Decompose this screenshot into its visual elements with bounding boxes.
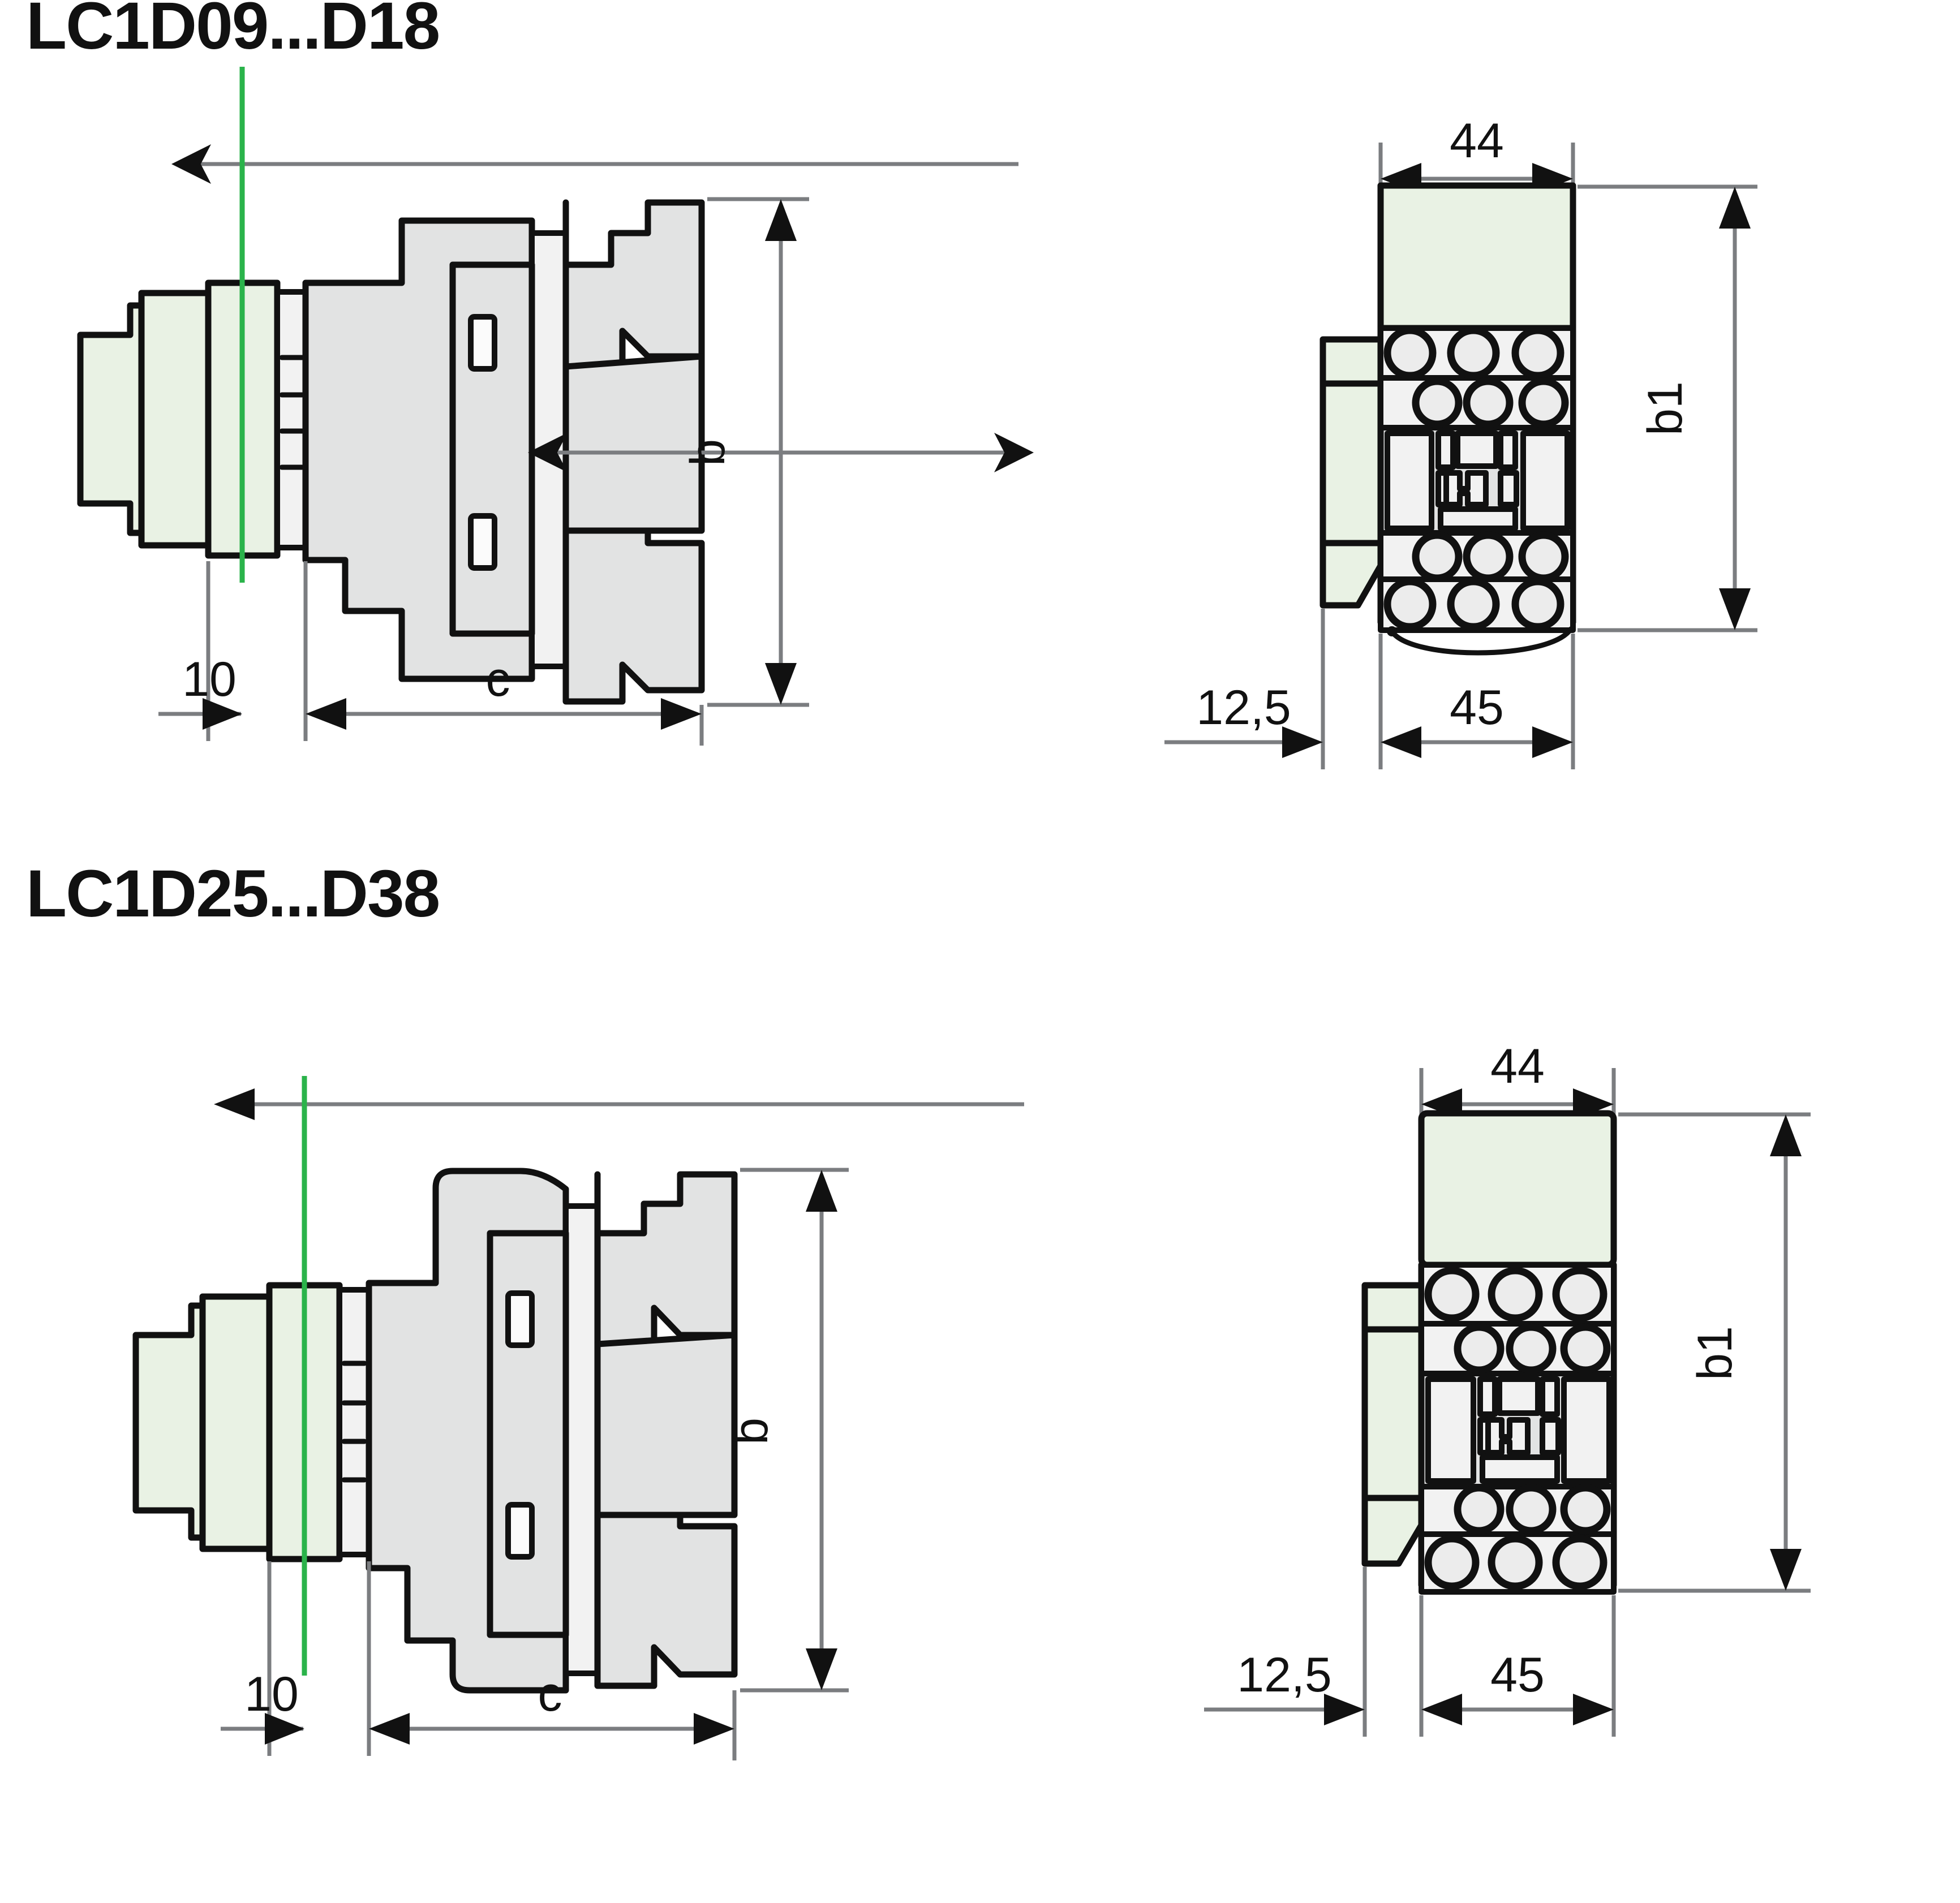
figure-d25-front-view: 44: [1109, 1030, 1958, 1793]
contact-mechanism: [1425, 1376, 1612, 1484]
terminal-flange: [487, 1203, 600, 1676]
dimension-label-b: b: [681, 439, 735, 466]
dimension-label-b1: b1: [1638, 381, 1692, 436]
coil-block-outline: [132, 1282, 343, 1562]
dimension-label-10: 10: [244, 1667, 299, 1721]
coil-housing-front: [1377, 182, 1576, 331]
dimension-45: 45: [1419, 1595, 1616, 1737]
dimension-label-c: c: [538, 1667, 562, 1721]
figure-d09-side-view: b 10 c: [77, 67, 1052, 764]
dimension-b: b: [528, 197, 1034, 707]
dimension-label-44: 44: [1450, 114, 1504, 168]
dimension-c: c: [369, 1667, 737, 1760]
din-rail-clip-bow: [1387, 626, 1574, 656]
coil-block-outline: [77, 279, 281, 559]
dimension-12-5: 12,5: [1164, 609, 1325, 769]
dimension-45: 45: [1378, 634, 1575, 769]
dimension-label-12-5: 12,5: [1237, 1648, 1331, 1702]
coil-housing-front: [1418, 1110, 1617, 1268]
dimension-b1: b1: [1578, 184, 1757, 632]
dimension-label-45: 45: [1490, 1648, 1545, 1702]
dimension-10: 10: [158, 561, 308, 741]
side-auxiliary-block: [1361, 1282, 1425, 1567]
dimension-label-12-5: 12,5: [1196, 681, 1291, 735]
dimension-12-5: 12,5: [1204, 1567, 1367, 1737]
dimension-label-10: 10: [182, 652, 237, 707]
dimension-b: b: [724, 1168, 849, 1693]
dimension-label-44: 44: [1490, 1039, 1545, 1093]
dimension-10: 10: [221, 1561, 371, 1756]
din-rail-clip: [594, 1171, 738, 1689]
terminal-screws: [1424, 1267, 1611, 1590]
dimension-overall-depth: [214, 1088, 1024, 1120]
dimension-label-c: c: [486, 652, 510, 707]
dimension-label-b: b: [724, 1418, 778, 1445]
terminal-flange: [449, 230, 569, 669]
contact-mechanism: [1385, 430, 1570, 531]
figure-d25-side-view: b 10 c: [132, 1064, 1086, 1771]
connector-neck: [337, 1287, 372, 1557]
terminal-screws: [1383, 326, 1569, 631]
dimension-label-45: 45: [1450, 681, 1504, 735]
dimension-label-b1: b1: [1688, 1326, 1742, 1380]
figure-d09-front-view: 44: [1064, 113, 1912, 820]
page-title-group-2: LC1D25...D38: [26, 856, 440, 931]
page-title-group-1: LC1D09...D18: [26, 0, 440, 63]
dimension-b1: b1: [1618, 1112, 1811, 1593]
connector-neck: [274, 289, 308, 550]
dimension-c: c: [306, 652, 704, 746]
side-auxiliary-block: [1319, 336, 1384, 609]
